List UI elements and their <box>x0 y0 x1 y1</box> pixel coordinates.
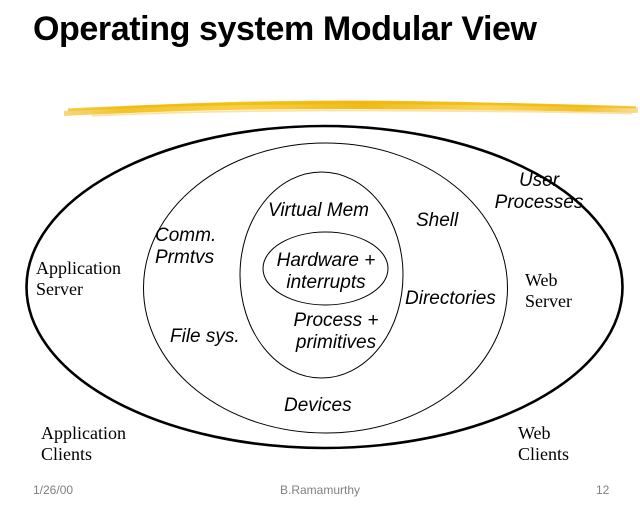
label-hardware-interrupts: Hardware + interrupts <box>276 250 376 293</box>
label-devices: Devices <box>284 395 352 416</box>
label-web-server: Web Server <box>525 270 572 311</box>
label-application-server: Application Server <box>36 258 121 299</box>
outer-ring <box>25 124 624 450</box>
label-file-sys: File sys. <box>170 326 240 347</box>
label-user-processes: User Processes <box>494 170 584 213</box>
second-ring <box>143 142 508 434</box>
innermost-ring <box>262 231 389 306</box>
label-shell: Shell <box>416 210 459 231</box>
label-application-clients: Application Clients <box>41 423 126 464</box>
footer-date: 1/26/00 <box>33 483 74 497</box>
label-web-clients: Web Clients <box>518 423 570 464</box>
label-virtual-mem: Virtual Mem <box>268 200 370 221</box>
page-title: Operating system Modular View <box>33 10 537 48</box>
footer-page-number: 12 <box>596 483 610 497</box>
label-process-primitives: Process + primitives <box>293 310 379 353</box>
label-directories: Directories <box>405 288 496 309</box>
label-comm-prmtvs: Comm. Prmtvs <box>155 225 217 268</box>
yellow-brush-stroke-divider <box>64 100 638 117</box>
footer-author: B.Ramamurthy <box>280 483 361 497</box>
third-ring <box>239 171 404 379</box>
